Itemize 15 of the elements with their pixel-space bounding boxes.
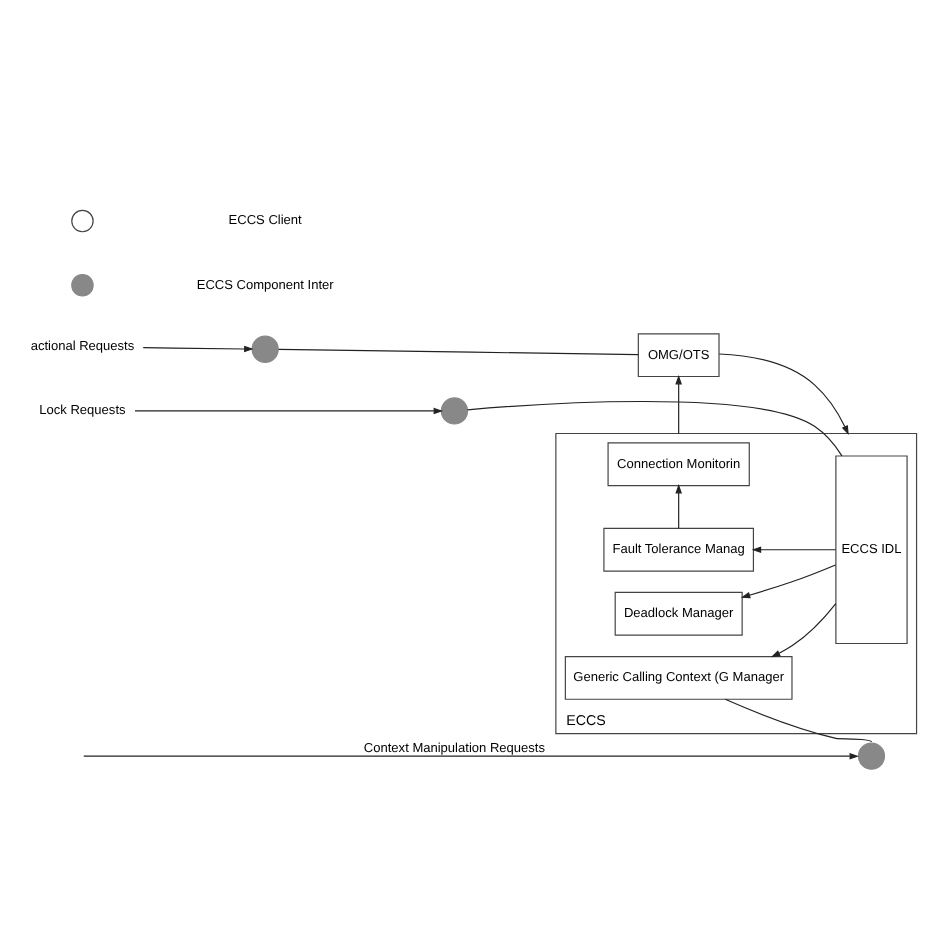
node-circle — [857, 741, 886, 769]
arrow — [675, 373, 682, 434]
arrow — [740, 563, 837, 598]
connector — [724, 697, 873, 742]
arrow — [718, 352, 849, 435]
arrow — [142, 344, 254, 352]
arrow — [770, 602, 837, 657]
node-circle — [440, 396, 469, 424]
connector — [466, 399, 843, 456]
arrow — [751, 545, 837, 553]
arrow — [134, 406, 444, 414]
arrow — [83, 751, 860, 759]
node-circle — [251, 334, 279, 362]
arrow — [675, 482, 682, 528]
connector — [278, 347, 639, 355]
